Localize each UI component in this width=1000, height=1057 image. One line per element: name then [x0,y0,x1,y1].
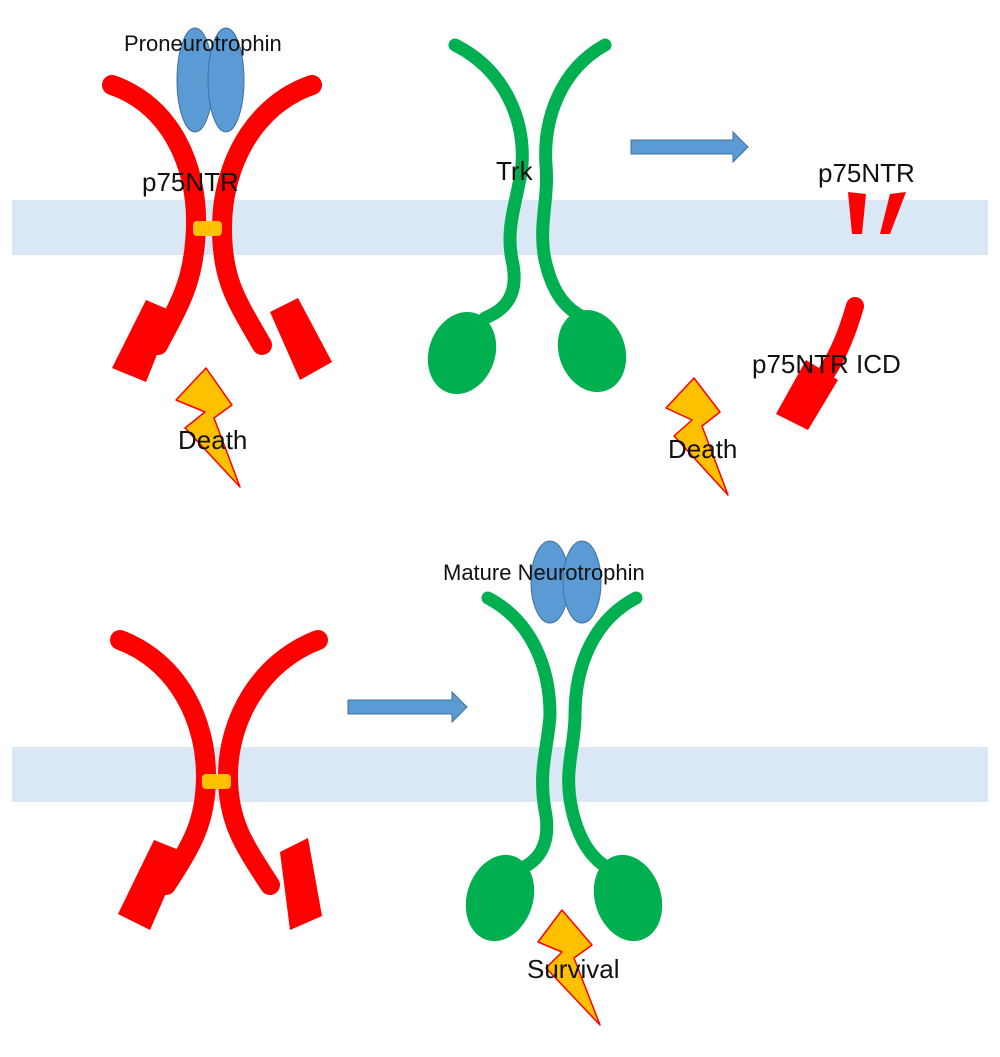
trk-receptor-top [427,38,627,395]
proneurotrophin-label: Proneurotrophin [124,31,282,56]
trk-label: Trk [496,156,534,186]
proneurotrophin-dimer [176,27,245,133]
membrane-top [12,200,988,255]
p75ntr-label-top: p75NTR [142,167,239,197]
right-arrow-icon[interactable] [347,690,468,724]
trk-receptor-bottom [465,591,663,942]
p75ntr-cleaved-label: p75NTR [818,158,915,188]
survival-label: Survival [527,954,619,984]
tm-block-top [193,221,222,236]
mature-neurotrophin-label: Mature Neurotrophin [443,560,645,585]
p75ntr-icd-label: p75NTR ICD [752,349,901,379]
right-arrow-icon[interactable] [630,130,749,164]
p75ntr-receptor-top [102,75,332,382]
tm-block-bottom [202,774,231,789]
p75ntr-icd [776,297,864,430]
death-label-left: Death [178,425,247,455]
death-label-right: Death [668,434,737,464]
membrane-bottom [12,747,988,802]
mature-neurotrophin-dimer [530,540,602,624]
lightning-bolt-icon [537,909,601,1026]
lightning-bolt-icon [665,377,729,496]
p75ntr-cleaved-fragment [848,192,906,234]
lightning-bolt-icon [175,367,241,488]
p75ntr-receptor-bottom [110,630,328,930]
